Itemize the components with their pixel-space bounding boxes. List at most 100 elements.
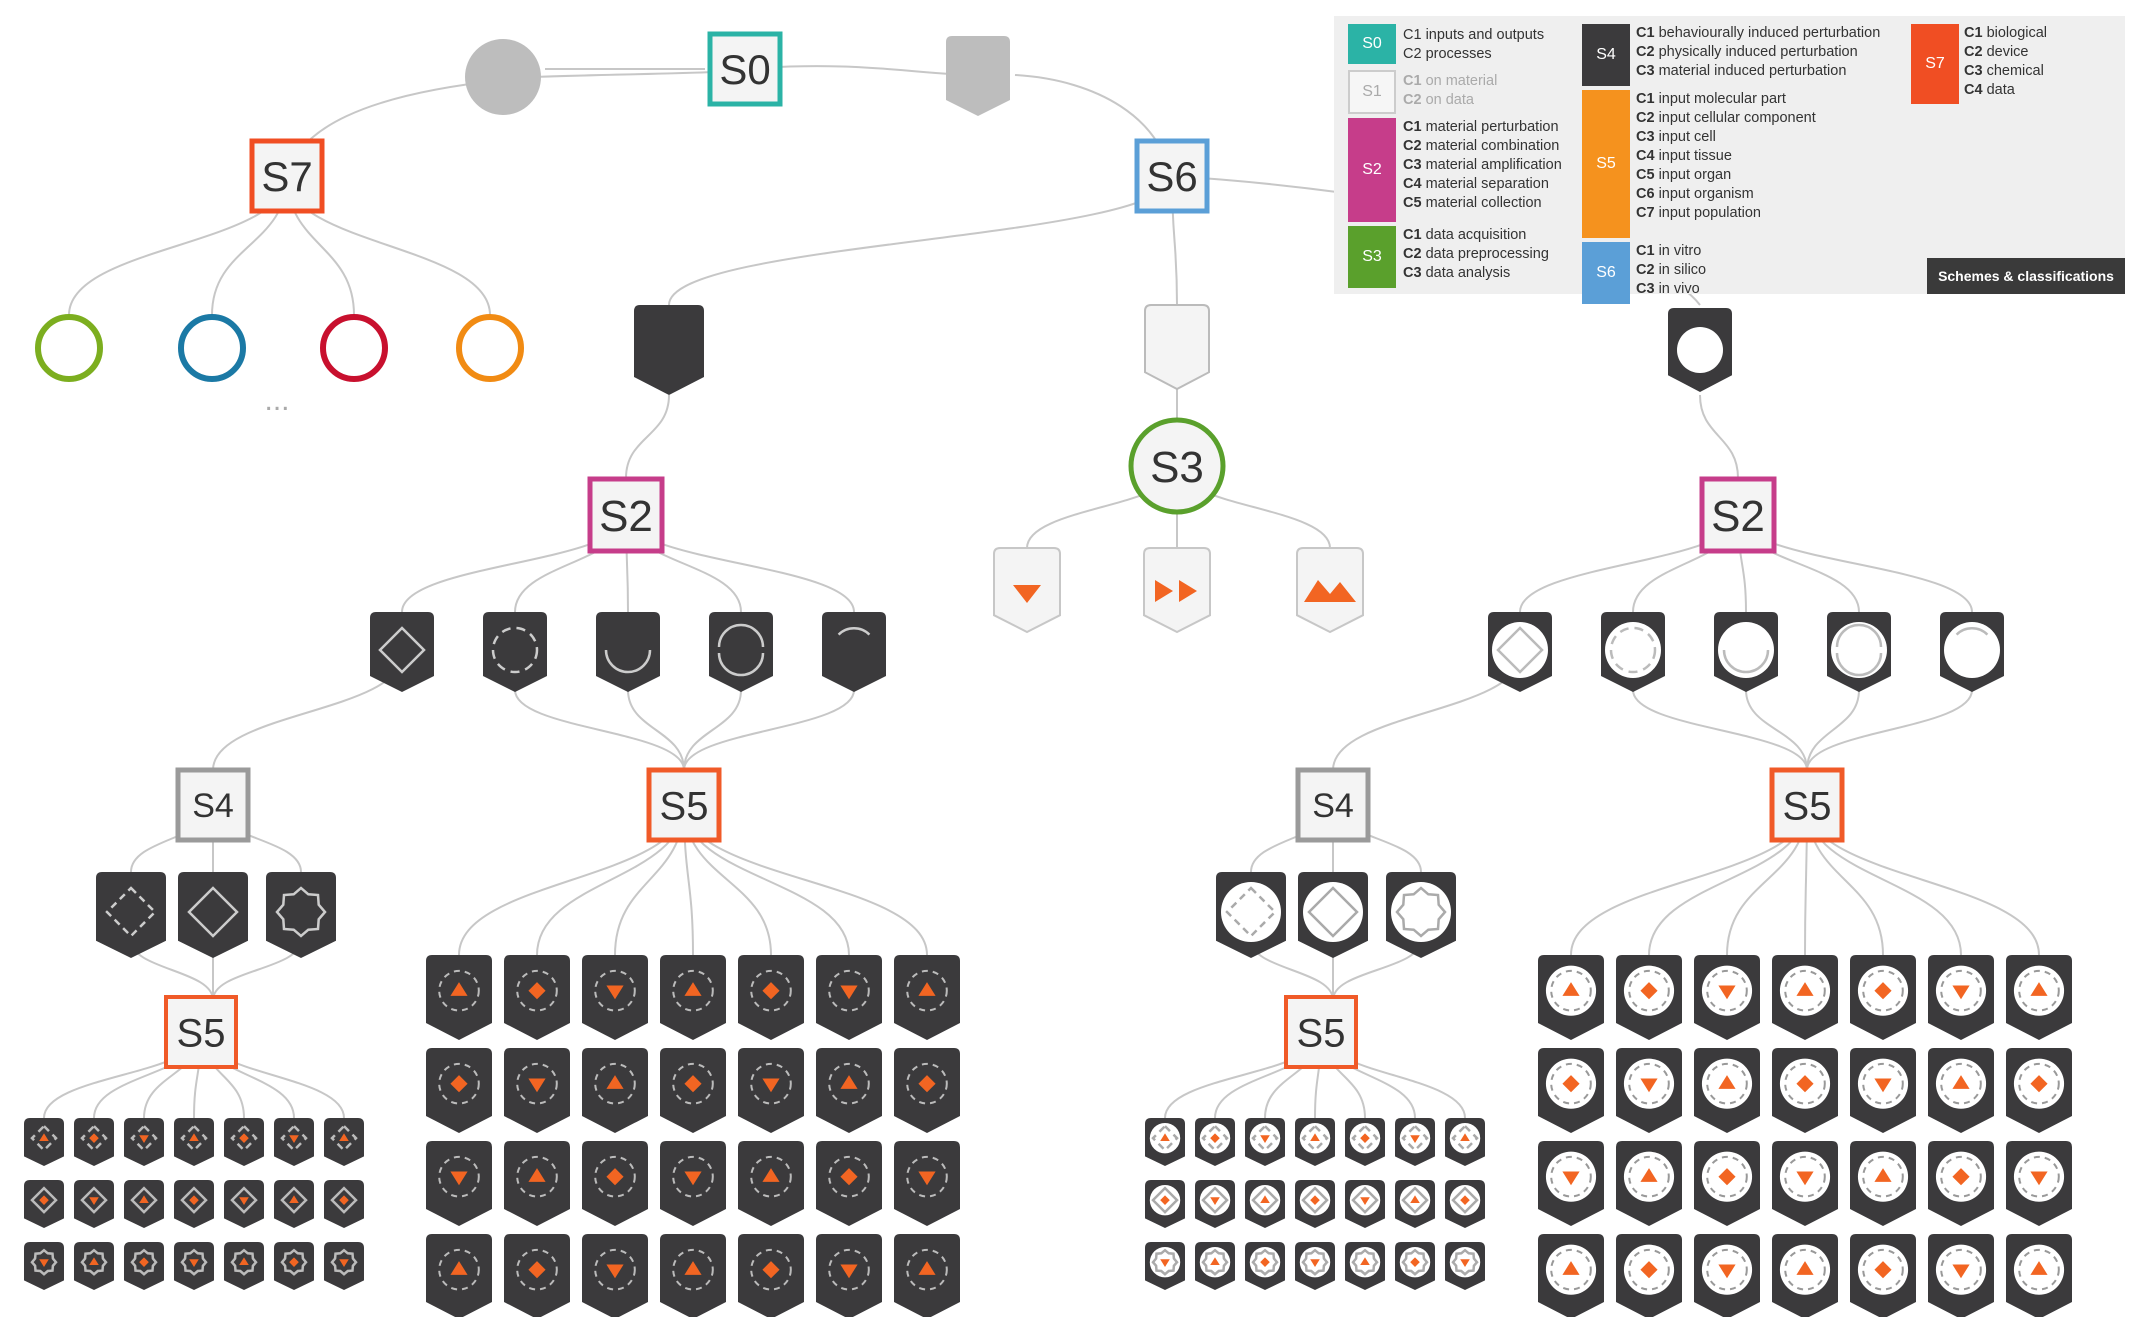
s5-sub-category-node[interactable] — [224, 1242, 264, 1290]
preprocessing-icon — [1155, 580, 1197, 602]
ring-dash-icon — [2018, 1248, 2060, 1291]
material-node-icon[interactable] — [465, 39, 541, 115]
legend-swatch-s2: S2 — [1348, 118, 1396, 222]
s5-sub-category-node[interactable] — [24, 1118, 64, 1166]
node-s7[interactable]: S7 — [249, 138, 325, 214]
star-icon — [180, 1248, 208, 1276]
legend-item: C3 chemical — [1964, 63, 2044, 79]
in-vitro-node-icon[interactable] — [634, 305, 704, 395]
node-label: S5 — [1783, 784, 1832, 828]
node-s5[interactable]: S5 — [1769, 767, 1845, 843]
legend-item: C2 input cellular component — [1636, 110, 1816, 126]
light-disc-icon — [1831, 622, 1887, 678]
in-vivo-circle-icon — [1677, 327, 1723, 373]
accent-heart-icon — [840, 1264, 858, 1279]
s3-category-node[interactable] — [1143, 547, 1211, 634]
ring-split-icon — [717, 623, 765, 677]
s3-category-node[interactable] — [1296, 547, 1364, 634]
s4-category-node[interactable] — [178, 872, 248, 958]
ring-dash-icon — [672, 1248, 714, 1291]
legend-item: C1 inputs and outputs — [1403, 27, 1545, 43]
legend-swatch-s4: S4 — [1582, 24, 1630, 86]
s7-category-circle[interactable] — [178, 314, 246, 382]
accent-heart-icon — [918, 1171, 936, 1186]
s2-category-node[interactable] — [822, 612, 886, 692]
s5-category-node[interactable] — [660, 1234, 726, 1317]
star-icon — [1201, 1248, 1229, 1276]
accent-diamond-icon — [1310, 1195, 1320, 1205]
accent-diamond-icon — [450, 1075, 468, 1093]
node-s5[interactable]: S5 — [1284, 995, 1358, 1069]
s5-category-node[interactable] — [738, 1141, 804, 1226]
accent-diamond-icon — [762, 982, 780, 1000]
s2-category-node[interactable] — [370, 612, 434, 692]
diamond-icon — [80, 1186, 108, 1214]
accent-heart-icon — [1718, 985, 1736, 1000]
tree-edge — [627, 689, 685, 771]
legend-item: C2 device — [1964, 44, 2029, 60]
node-s2[interactable]: S2 — [587, 476, 665, 554]
accent-triangle-icon — [450, 982, 468, 996]
accent-triangle-icon — [39, 1133, 49, 1142]
node-s3[interactable] — [1128, 417, 1226, 515]
accent-diamond-icon — [139, 1257, 149, 1267]
schemes-classifications-button[interactable]: Schemes & classifications — [1927, 258, 2125, 294]
s7-category-circle[interactable] — [35, 314, 103, 382]
legend-item: C3 material amplification — [1403, 157, 1562, 173]
accent-diamond-icon — [189, 1195, 199, 1205]
ring-dash-icon — [1550, 969, 1592, 1012]
star-icon — [1251, 1248, 1279, 1276]
legend-item: C4 material separation — [1403, 176, 1549, 192]
node-s2[interactable]: S2 — [1699, 476, 1777, 554]
s5-sub-category-node[interactable] — [324, 1118, 364, 1166]
accent-triangle-icon — [1718, 1075, 1736, 1089]
tree-edge — [683, 689, 742, 771]
s5-category-node[interactable] — [582, 1048, 648, 1133]
s7-category-circle[interactable] — [320, 314, 388, 382]
s5-category-node[interactable] — [504, 1141, 570, 1226]
s5-category-node[interactable] — [816, 1048, 882, 1133]
node-s4[interactable]: S4 — [1295, 767, 1371, 843]
accent-heart-icon — [1952, 985, 1970, 1000]
node-s6[interactable]: S6 — [1134, 138, 1210, 214]
accent-heart-icon — [2030, 1171, 2048, 1186]
tree-edge — [668, 175, 1173, 306]
s5-sub-category-node[interactable] — [74, 1242, 114, 1290]
ring-dash-icon — [491, 626, 539, 674]
diamond-icon — [1201, 1186, 1229, 1214]
star-icon — [275, 886, 327, 938]
accent-diamond-icon — [39, 1195, 49, 1205]
tree-edge — [514, 689, 685, 771]
s5-category-node[interactable] — [426, 955, 492, 1040]
analysis-icon — [1304, 580, 1356, 602]
light-disc-icon — [1303, 882, 1363, 942]
accent-heart-icon — [189, 1259, 199, 1267]
accent-triangle-icon — [450, 1261, 468, 1275]
s5-sub-category-node[interactable] — [274, 1180, 314, 1228]
s5-sub-category-node[interactable] — [174, 1118, 214, 1166]
accent-diamond-icon — [840, 1168, 858, 1186]
node-s4[interactable]: S4 — [175, 767, 251, 843]
s5-category-node[interactable] — [660, 955, 726, 1040]
legend-item: C1 biological — [1964, 25, 2048, 41]
legend-swatch-s1: S1 — [1348, 70, 1396, 114]
s5-category-node[interactable] — [894, 955, 960, 1040]
node-s0[interactable]: S0 — [707, 31, 783, 107]
dashed-diamond-icon — [1225, 886, 1277, 938]
s5-category-node[interactable] — [894, 1234, 960, 1317]
s5-sub-category-node[interactable] — [124, 1180, 164, 1228]
ring-dash-icon — [2018, 969, 2060, 1012]
in-silico-node-icon[interactable] — [1144, 304, 1210, 391]
node-s5[interactable]: S5 — [164, 995, 238, 1069]
accent-diamond-icon — [1640, 1261, 1658, 1279]
s2-category-node[interactable] — [596, 612, 660, 692]
s5-category-node[interactable] — [426, 1234, 492, 1317]
s7-category-circle[interactable] — [456, 314, 524, 382]
s4-category-node[interactable] — [96, 872, 166, 958]
s4-category-node[interactable] — [266, 872, 336, 958]
s2-category-node[interactable] — [483, 612, 547, 692]
ring-dash-icon — [1706, 1248, 1748, 1291]
data-node-icon[interactable] — [946, 36, 1010, 116]
node-s5[interactable]: S5 — [646, 767, 722, 843]
ring-dash-icon — [828, 1155, 870, 1198]
